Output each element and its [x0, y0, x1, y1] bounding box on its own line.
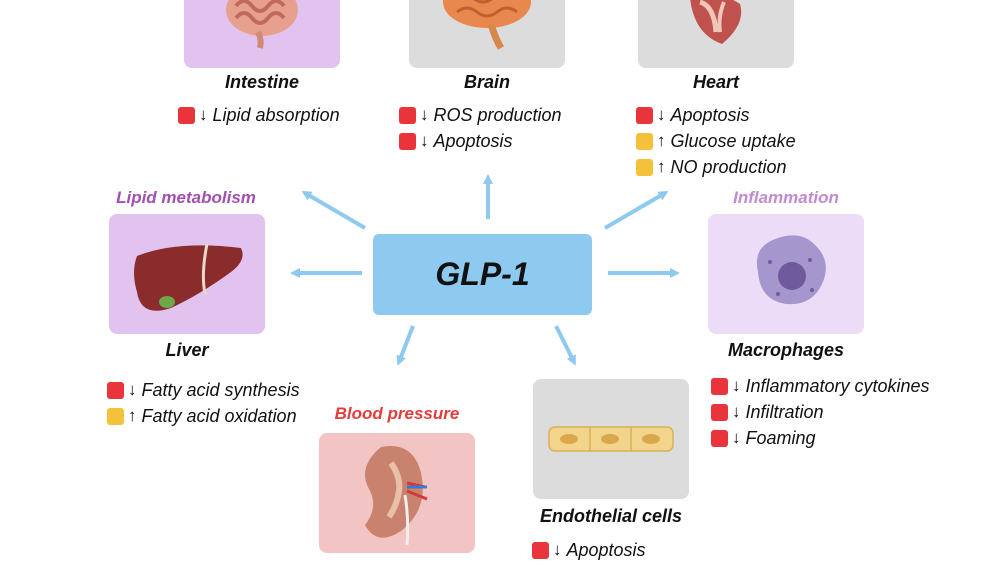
- heart-image: [690, 0, 742, 44]
- decrease-marker: [178, 106, 195, 124]
- glp1-node: GLP-1: [373, 234, 592, 315]
- effect-item: ↓Inflammatory cytokines: [711, 373, 930, 399]
- effect-text: ROS production: [433, 104, 562, 125]
- effect-text: Apoptosis: [566, 539, 646, 560]
- brain-label: Brain: [463, 72, 510, 92]
- arrow-to-heart: [603, 190, 669, 230]
- down-arrow-icon: ↓: [732, 376, 741, 395]
- lipid-metabolism-label: Lipid metabolism: [116, 188, 256, 207]
- brain-image: [443, 0, 531, 50]
- effect-text: Fatty acid oxidation: [141, 405, 297, 426]
- intestine-effects: ↓Lipid absorption: [178, 102, 340, 128]
- intestine-card: [184, 0, 340, 68]
- increase-marker: [636, 132, 653, 150]
- effect-text: Foaming: [745, 427, 816, 448]
- down-arrow-icon: ↓: [420, 131, 429, 150]
- effect-item: ↓Lipid absorption: [178, 102, 340, 128]
- decrease-marker: [532, 541, 549, 559]
- effect-item: ↓Apoptosis: [532, 537, 646, 563]
- effect-item: ↓Apoptosis: [636, 102, 796, 128]
- effect-item: ↓ROS production: [399, 102, 562, 128]
- glp1-label: GLP-1: [435, 256, 530, 292]
- brain-effects: ↓ROS production ↓Apoptosis: [399, 102, 562, 154]
- liver-card: [109, 214, 265, 334]
- effect-text: Apoptosis: [433, 130, 513, 151]
- intestine-image: [226, 0, 298, 49]
- decrease-marker: [711, 377, 728, 395]
- effect-text: Infiltration: [745, 401, 824, 422]
- effect-item: ↓Foaming: [711, 425, 930, 451]
- down-arrow-icon: ↓: [732, 428, 741, 447]
- effect-item: ↑Glucose uptake: [636, 128, 796, 154]
- effect-text: Fatty acid synthesis: [141, 379, 300, 400]
- up-arrow-icon: ↑: [657, 131, 666, 150]
- decrease-marker: [711, 403, 728, 421]
- endothelial-image: [548, 426, 674, 452]
- macrophage-image: [756, 235, 826, 305]
- down-arrow-icon: ↓: [553, 540, 562, 559]
- effect-item: ↑Fatty acid oxidation: [107, 403, 300, 429]
- effect-item: ↑NO production: [636, 154, 796, 180]
- effect-item: ↓Infiltration: [711, 399, 930, 425]
- down-arrow-icon: ↓: [732, 402, 741, 421]
- down-arrow-icon: ↓: [199, 105, 208, 124]
- liver-effects: ↓Fatty acid synthesis ↑Fatty acid oxidat…: [107, 377, 300, 429]
- endothelial-label: Endothelial cells: [539, 506, 683, 526]
- heart-card: [638, 0, 794, 68]
- endothelial-card: [533, 379, 689, 499]
- kidney-card: [319, 433, 475, 553]
- decrease-marker: [636, 106, 653, 124]
- macrophages-card: [708, 214, 864, 334]
- intestine-label: Intestine: [224, 72, 299, 92]
- effect-text: Glucose uptake: [670, 130, 796, 151]
- decrease-marker: [711, 429, 728, 447]
- kidney-image: [365, 446, 428, 546]
- liver-label: Liver: [165, 340, 209, 360]
- endothelial-effects: ↓Apoptosis: [532, 537, 646, 563]
- liver-image: [134, 243, 243, 311]
- effect-text: Apoptosis: [670, 104, 750, 125]
- increase-marker: [107, 407, 124, 425]
- macrophages-effects: ↓Inflammatory cytokines ↓Infiltration ↓F…: [711, 373, 930, 451]
- heart-label: Heart: [692, 72, 740, 92]
- inflammation-label: Inflammation: [733, 188, 839, 207]
- brain-card: [409, 0, 565, 68]
- decrease-marker: [399, 132, 416, 150]
- effect-item: ↓Apoptosis: [399, 128, 562, 154]
- macrophages-label: Macrophages: [727, 340, 845, 360]
- effect-text: NO production: [670, 156, 787, 177]
- down-arrow-icon: ↓: [420, 105, 429, 124]
- arrow-to-endothelial: [554, 325, 576, 366]
- up-arrow-icon: ↑: [128, 406, 137, 425]
- decrease-marker: [399, 106, 416, 124]
- up-arrow-icon: ↑: [657, 157, 666, 176]
- effect-text: Inflammatory cytokines: [745, 375, 930, 396]
- decrease-marker: [107, 381, 124, 399]
- blood-pressure-label: Blood pressure: [334, 404, 460, 423]
- down-arrow-icon: ↓: [128, 380, 137, 399]
- increase-marker: [636, 158, 653, 176]
- arrow-to-intestine: [301, 190, 367, 230]
- arrow-to-kidney: [396, 325, 415, 366]
- effect-item: ↓Fatty acid synthesis: [107, 377, 300, 403]
- heart-effects: ↓Apoptosis ↑Glucose uptake ↑NO productio…: [636, 102, 796, 180]
- effect-text: Lipid absorption: [212, 104, 340, 125]
- down-arrow-icon: ↓: [657, 105, 666, 124]
